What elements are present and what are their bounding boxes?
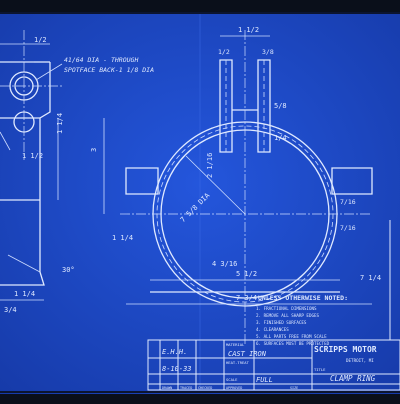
front-dim-ear-w2: 3/8 (262, 48, 274, 56)
front-dim-2-1-16: 2 1/16 (206, 153, 214, 178)
front-dim-5-1-2: 5 1/2 (236, 270, 257, 278)
tb-title-label: TITLE (314, 367, 326, 372)
side-dim-inner: 1 1/2 (22, 152, 43, 160)
title-block-frame (147, 339, 400, 391)
front-dim-flange2: 7/16 (340, 224, 356, 232)
note-6: 6. SURFACES MUST BE PROTECTED (256, 341, 330, 346)
radius-leader (185, 155, 246, 215)
tb-material-label: MATERIAL (226, 342, 245, 347)
tb-scale-label: SCALE (226, 377, 238, 382)
note-3: 3. FINISHED SURFACES (256, 320, 307, 325)
tb-company: SCRIPPS MOTOR (314, 345, 377, 354)
callout-line-1: 41/64 DIA - THROUGH (64, 56, 138, 64)
tb-drawn-by: E.H.H. (162, 348, 187, 356)
title-block: E.H.H. 8-10-33 MATERIAL CAST IRON HEAT-T… (147, 220, 400, 391)
front-dim-slot: 5/8 (274, 102, 287, 110)
front-dim-overall: 7 1/4 (360, 274, 381, 282)
callout-leader (35, 63, 63, 81)
front-dim-ear-h: 1/4 (274, 134, 287, 142)
tb-col-traced: TRACED (180, 386, 192, 390)
side-dim-angle: 30° (62, 266, 75, 274)
tb-date: 8-10-33 (162, 365, 192, 373)
front-dim-3: 3 (90, 148, 98, 152)
side-dim-bottom2: 3/4 (4, 306, 17, 314)
ear-left (219, 59, 233, 153)
side-view-chamfer (7, 254, 41, 273)
tb-scale: FULL (256, 376, 273, 384)
note-5: 5. ALL PARTS FREE FROM SCALE (256, 334, 327, 339)
note-4: 4. CLEARANCES (256, 327, 289, 332)
tb-location: DETROIT, MI (346, 358, 374, 363)
front-dim-7-3-4: 7 3/4 (236, 294, 257, 302)
general-notes: UNLESS OTHERWISE NOTED: 1. FRACTIONAL DI… (256, 294, 348, 346)
tb-material: CAST IRON (228, 350, 267, 358)
side-dim-bottom: 1 1/4 (14, 290, 35, 298)
hole-callout: 41/64 DIA - THROUGH SPOTFACE BACK-1 1/8 … (35, 56, 154, 81)
callout-line-2: SPOTFACE BACK-1 1/8 DIA (64, 66, 154, 74)
front-dim-1-1-4: 1 1/4 (112, 234, 133, 242)
tb-size-label: SIZE (290, 386, 298, 390)
front-dim-ear-w: 1/2 (218, 48, 230, 56)
flange-left (125, 167, 159, 195)
tb-col-checked: CHECKED (198, 386, 212, 390)
note-2: 2. REMOVE ALL SHARP EDGES (256, 313, 320, 318)
tb-title: CLAMP RING (330, 374, 376, 383)
tb-heat-treat-label: HEAT-TREAT (226, 360, 250, 365)
front-dim-4-3-16: 4 3/16 (212, 260, 237, 268)
tb-col-drawn: DRAWN (162, 386, 172, 390)
side-view: 1/2 1 1/4 1 1/2 1 1/4 30° 3/4 (0, 30, 75, 314)
front-dim-ears: 1 1/2 (238, 26, 259, 34)
side-dim-height: 1 1/4 (56, 113, 64, 134)
tb-col-approved: APPROVED (226, 386, 242, 390)
ear-right (257, 59, 271, 153)
side-view-outline (0, 62, 51, 286)
note-1: 1. FRACTIONAL DIMENSIONS (256, 306, 317, 311)
side-view-hatch (0, 131, 11, 151)
front-dim-flange: 7/16 (340, 198, 356, 206)
side-dim-top: 1/2 (34, 36, 47, 44)
notes-heading: UNLESS OTHERWISE NOTED: (258, 294, 348, 302)
